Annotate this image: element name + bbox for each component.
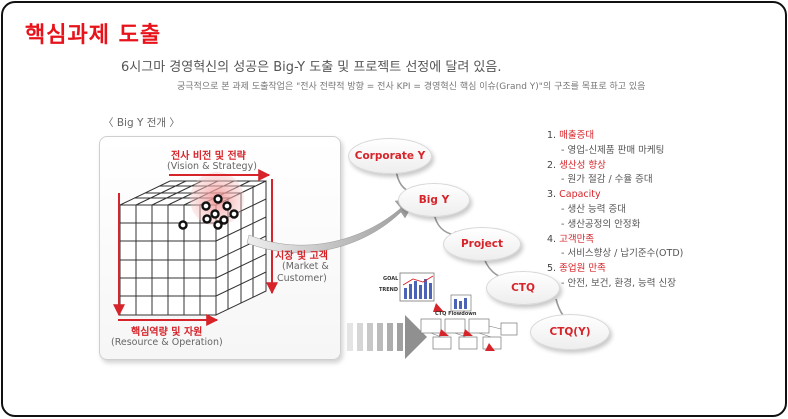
market-label-en-2: Customer) bbox=[277, 273, 327, 284]
flow-stripes-arrow bbox=[347, 315, 427, 359]
vision-label-en: (Vision & Strategy) bbox=[167, 161, 257, 172]
flow-bubble-project: Project bbox=[443, 227, 521, 261]
core-label-en: (Resource & Operation) bbox=[111, 337, 223, 348]
list-item: - 안전, 보건, 환경, 능력 신장 bbox=[547, 277, 683, 292]
list-item: - 영업-신제품 판매 마케팅 bbox=[547, 144, 683, 159]
core-label-ko: 핵심역량 및 자원 bbox=[131, 323, 202, 338]
list-item: - 생산 능력 증대 bbox=[547, 203, 683, 218]
trend-label: TREND bbox=[379, 287, 398, 293]
list-heading: 1. 매출증대 bbox=[547, 129, 683, 144]
market-label-ko: 시장 및 고객 bbox=[275, 247, 328, 262]
list-heading: 3. Capacity bbox=[547, 188, 683, 203]
ctq-flowdown-label: CTQ Flowdown bbox=[435, 311, 476, 317]
issue-list: 1. 매출증대 - 영업-신제품 판매 마케팅 2. 생산성 향상 - 원가 절… bbox=[547, 129, 683, 292]
list-item: - 원가 절감 / 수율 증대 bbox=[547, 173, 683, 188]
cube-front-face bbox=[120, 205, 216, 315]
flow-bubble-corporate-y: Corporate Y bbox=[348, 138, 432, 174]
mini-goal-chart bbox=[400, 273, 434, 301]
list-heading: 4. 고객만족 bbox=[547, 233, 683, 248]
list-item: - 서비스향상 / 납기준수(OTD) bbox=[547, 247, 683, 262]
vision-label-ko: 전사 비전 및 전략 bbox=[171, 147, 246, 162]
list-heading: 5. 종업원 만족 bbox=[547, 262, 683, 277]
goal-label: GOAL bbox=[383, 276, 398, 282]
flow-bubble-ctq-y: CTQ(Y) bbox=[530, 314, 610, 350]
list-item: - 생산공정의 안정화 bbox=[547, 218, 683, 233]
mini-flow-chart bbox=[421, 295, 517, 351]
flow-bubble-big-y: Big Y bbox=[398, 183, 470, 217]
list-heading: 2. 생산성 향상 bbox=[547, 159, 683, 174]
market-label-en-1: (Market & bbox=[282, 261, 329, 272]
